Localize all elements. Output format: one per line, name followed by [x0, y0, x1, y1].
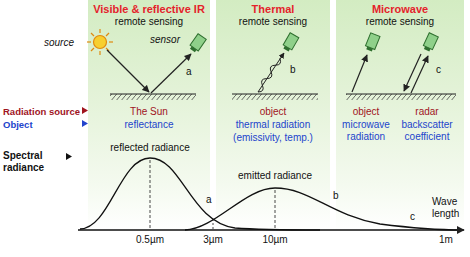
reflected-curve — [80, 158, 320, 230]
ground-line — [110, 93, 196, 94]
object-value: backscatter coefficient — [395, 119, 459, 143]
sensor-icon — [364, 33, 380, 53]
sensor-label: sensor — [150, 34, 180, 46]
passive-ray — [352, 55, 367, 92]
object-value: thermal radiation — [236, 119, 310, 131]
peak-dash — [275, 190, 276, 230]
curve-letter: b — [333, 190, 339, 202]
reflected-ray — [151, 54, 191, 93]
row-title: Object — [3, 119, 33, 131]
wavelength-axis — [78, 229, 464, 230]
source-value: The Sun — [130, 106, 168, 118]
object-value: (emissivity, temp.) — [233, 132, 313, 144]
object-value: microwave radiation — [338, 119, 394, 143]
axis-tick-label: 3µm — [203, 234, 223, 246]
band-heading: Visible & reflective IR — [93, 3, 205, 15]
curve-letter: c — [410, 211, 415, 223]
curve-label: reflected radiance — [110, 142, 190, 154]
ground-hatch — [346, 94, 456, 100]
source-value: object — [260, 106, 287, 118]
peak-dash — [150, 160, 151, 230]
band-subheading: remote sensing — [115, 16, 183, 28]
band-subheading: remote sensing — [366, 16, 434, 28]
curve-label: emitted radiance — [238, 170, 312, 182]
row-title: Spectral radiance — [3, 150, 63, 174]
incident-ray — [107, 50, 149, 92]
sensor-icon — [282, 33, 299, 53]
ground-line — [232, 93, 318, 94]
object-value: reflectance — [125, 119, 174, 131]
sensor-icon — [422, 33, 438, 53]
sensor-icon — [188, 34, 206, 54]
band-heading: Microwave — [372, 3, 428, 15]
sun-icon — [87, 29, 113, 55]
emission-ray — [258, 53, 284, 92]
axis-tick-label: 10µm — [262, 234, 287, 246]
ground-hatch — [232, 94, 318, 100]
path-letter: a — [186, 66, 192, 78]
band-subheading: remote sensing — [239, 16, 307, 28]
row-title: Radiation source — [3, 106, 80, 118]
path-letter: b — [290, 64, 296, 76]
path-letter: c — [436, 64, 441, 76]
emission-wave — [258, 58, 281, 92]
axis-title: Wave length — [432, 196, 466, 220]
curve-letter: a — [206, 194, 212, 206]
ground-line — [346, 93, 456, 94]
radar-pulse — [404, 54, 421, 91]
source-value: object — [353, 106, 380, 118]
row-marker — [66, 153, 72, 160]
ground-hatch — [110, 94, 196, 100]
radar-echo — [411, 56, 428, 93]
axis-tick-label: 0.5µm — [136, 234, 164, 246]
axis-tick-label: 1m — [439, 234, 453, 246]
row-marker — [82, 120, 88, 127]
row-marker — [82, 107, 88, 114]
emitted-curve — [185, 188, 462, 230]
band-heading: Thermal — [252, 3, 295, 15]
source-value: radar — [415, 106, 438, 118]
source-label: source — [44, 37, 74, 49]
